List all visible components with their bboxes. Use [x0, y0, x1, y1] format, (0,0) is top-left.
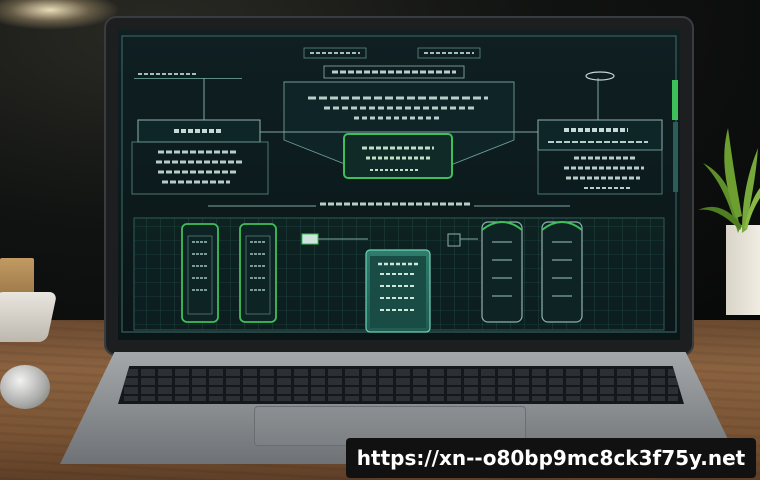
url-text: https://xn--o80bp9mc8ck3f75y.net [356, 446, 746, 470]
node-ellipse [585, 71, 615, 81]
left-info-box [131, 141, 269, 195]
top-label-box-1 [303, 47, 367, 59]
lamp-light [0, 0, 120, 30]
status-bar [672, 80, 678, 120]
server-rack-1 [181, 223, 219, 323]
header-box [323, 65, 465, 79]
central-server [365, 249, 431, 333]
monitor-icon [301, 233, 319, 245]
keyboard [118, 366, 684, 404]
center-process-box [343, 133, 453, 179]
computer-mouse [0, 365, 50, 409]
plant-pot [726, 225, 760, 315]
server-rack-3 [481, 221, 523, 323]
server-rack-4 [541, 221, 583, 323]
laptop-screen [118, 30, 680, 340]
url-watermark: https://xn--o80bp9mc8ck3f75y.net [346, 438, 756, 478]
module-icon [447, 233, 461, 247]
server-rack-2 [239, 223, 277, 323]
plant-icon [698, 128, 760, 233]
network-diagram [121, 35, 678, 333]
right-header-box [537, 119, 663, 151]
right-info-box [537, 149, 663, 195]
top-label-box-2 [417, 47, 481, 59]
